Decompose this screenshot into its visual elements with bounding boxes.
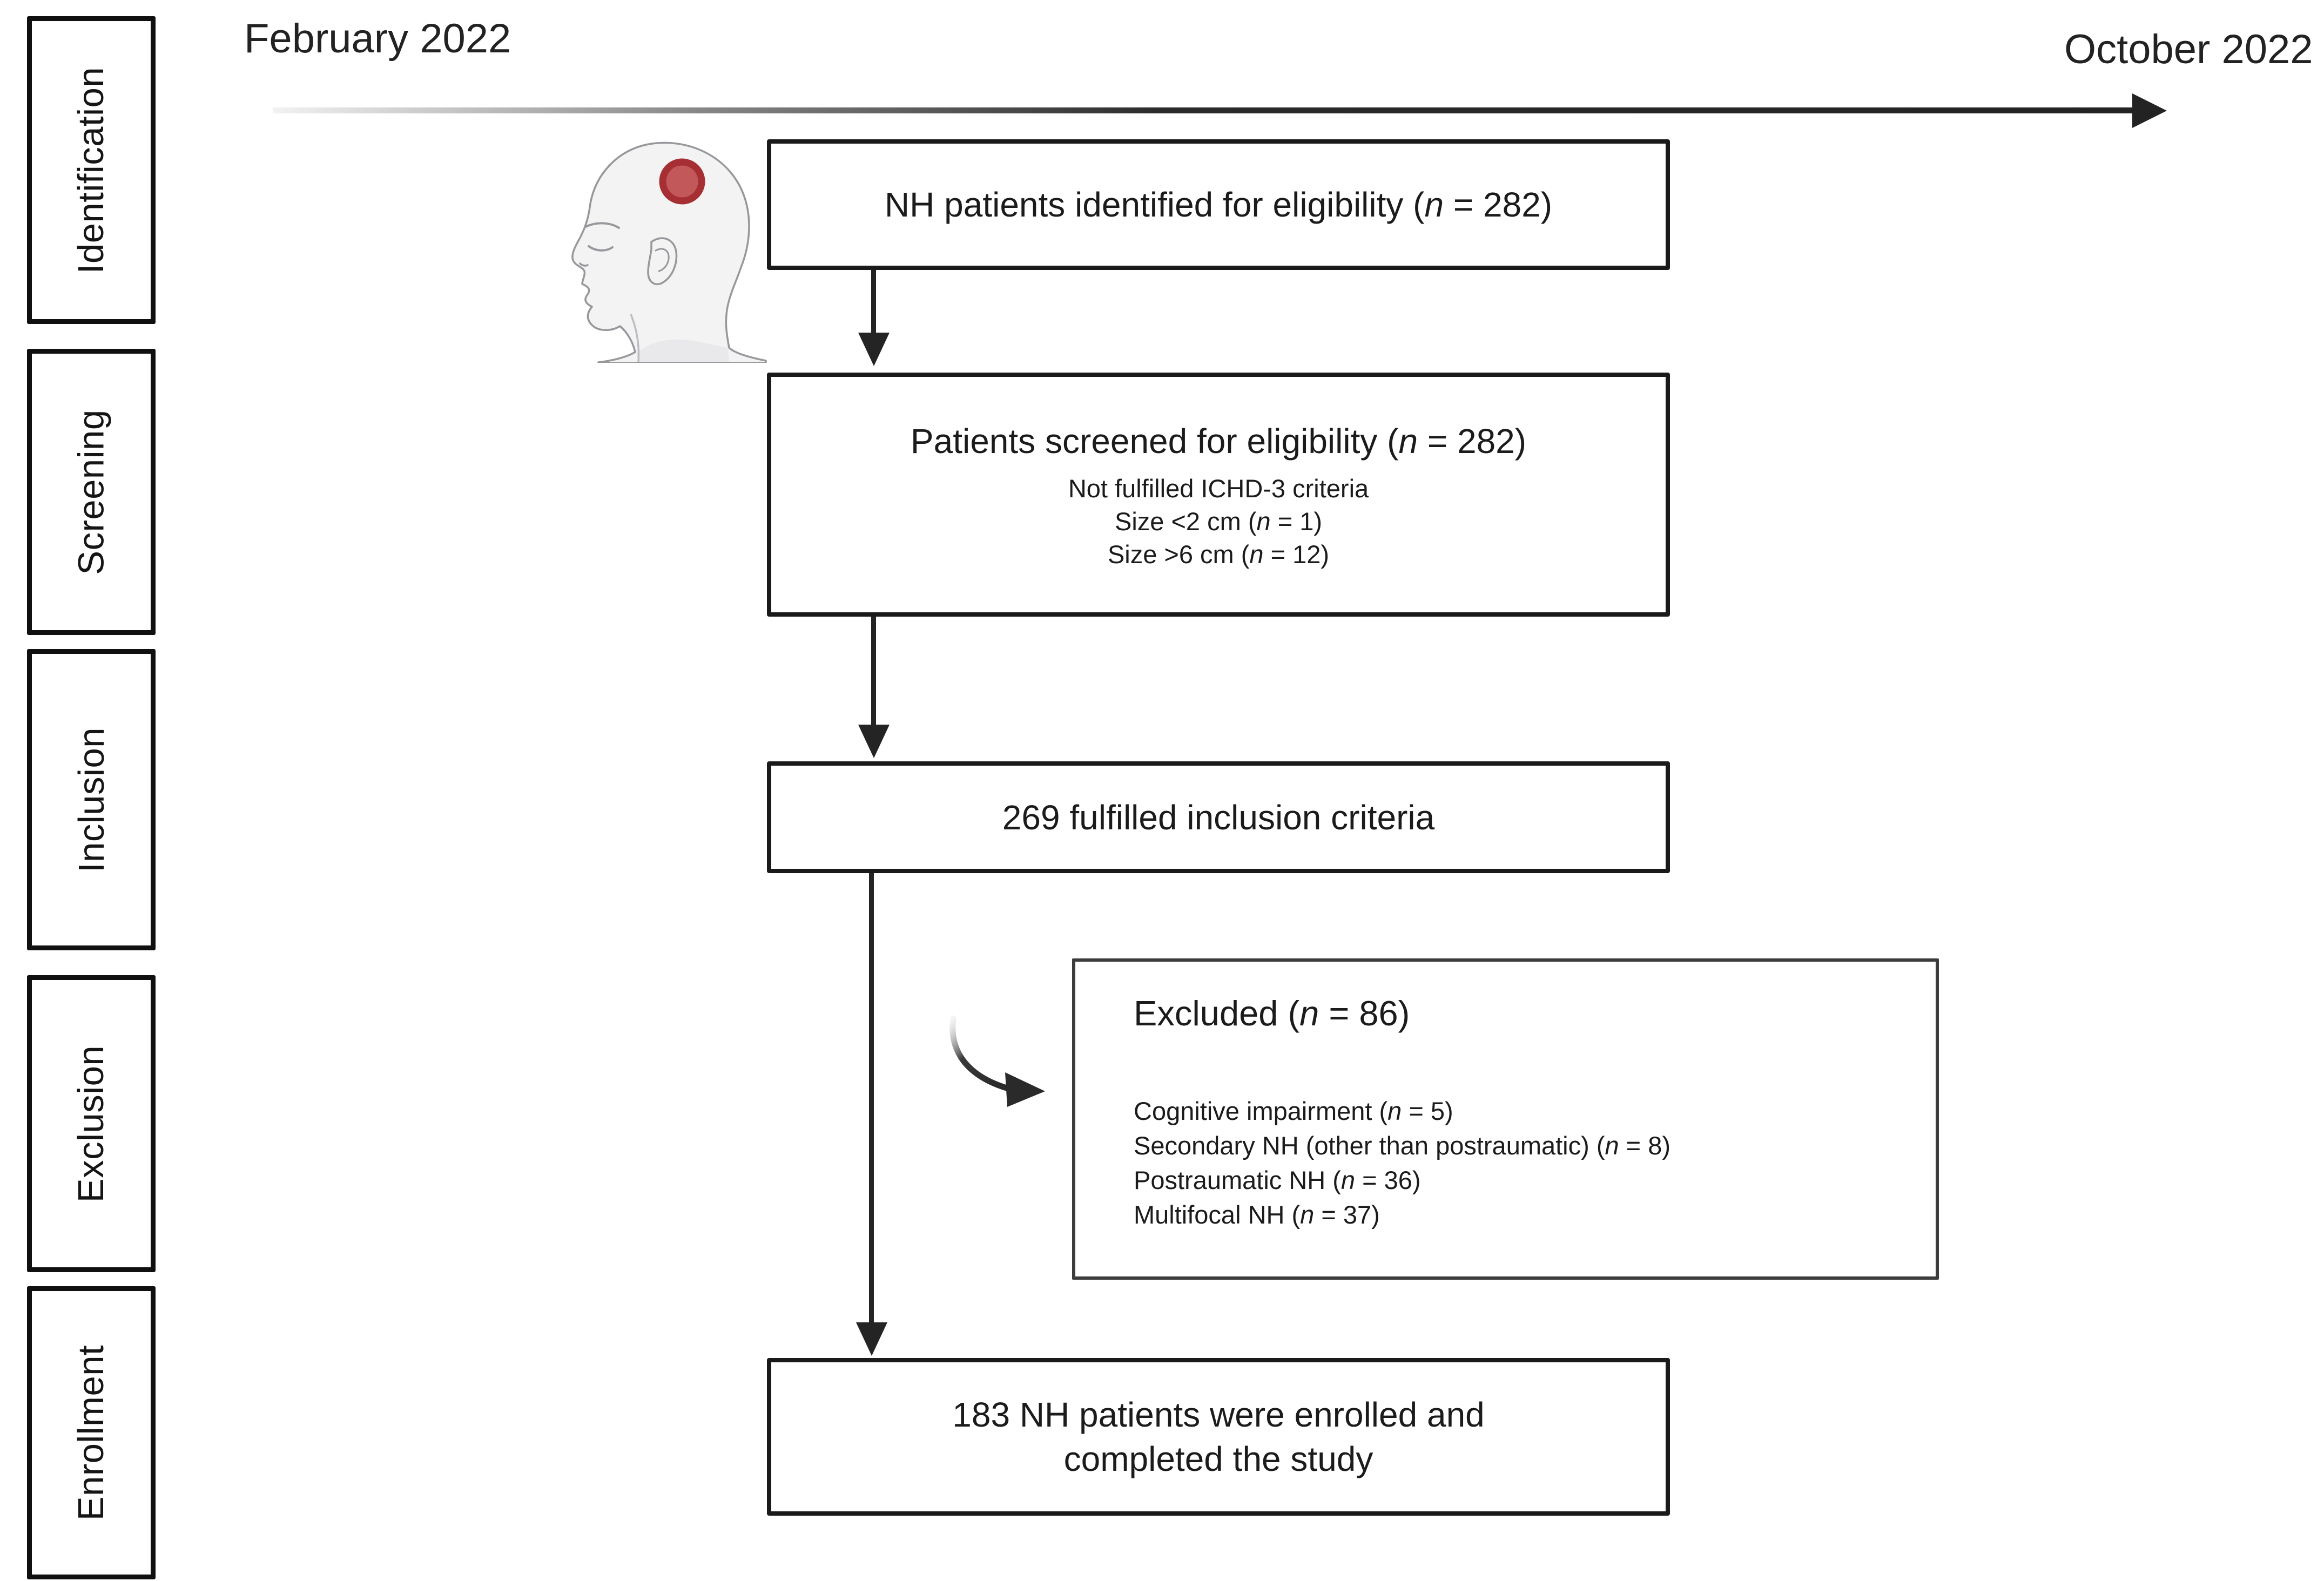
- screened-size-large-line: Size >6 cm (n = 12): [1107, 539, 1330, 569]
- stage-box-screening: Screening: [27, 349, 156, 635]
- neck-shading: [636, 339, 729, 362]
- screened-criteria-line: Not fulfilled ICHD-3 criteria: [1068, 474, 1369, 503]
- closed-eye-line: [588, 245, 614, 252]
- stage-label-enrollment: Enrollment: [71, 1344, 112, 1521]
- stage-label-inclusion: Inclusion: [71, 727, 112, 873]
- ear-outline: [647, 237, 678, 286]
- excluded-reason-secondary: Secondary NH (other than postraumatic) (…: [1134, 1131, 1670, 1160]
- red-headache-spot-icon: [659, 158, 705, 205]
- excluded-box: Excluded (n = 86) Cognitive impairment (…: [1072, 958, 1939, 1280]
- excluded-reason-multifocal: Multifocal NH (n = 37): [1134, 1200, 1380, 1229]
- screened-size-small-line: Size <2 cm (n = 1): [1115, 506, 1322, 536]
- neck-front-line: [630, 314, 640, 362]
- identified-box: NH patients identified for eligibility (…: [767, 139, 1670, 270]
- down-arrow-1-head-icon: [858, 333, 890, 366]
- eyebrow-line: [584, 222, 620, 229]
- excluded-reason-cognitive: Cognitive impairment (n = 5): [1134, 1097, 1453, 1125]
- down-arrow-3-head-icon: [856, 1322, 887, 1356]
- stage-label-screening: Screening: [71, 409, 112, 575]
- timeline-arrowhead-icon: [2132, 93, 2167, 128]
- screened-box-title: Patients screened for eligibility (n = 2…: [910, 421, 1527, 461]
- curved-arrow-icon: [949, 1015, 1045, 1107]
- stage-box-identification: Identification: [27, 16, 156, 324]
- inclusion-box: 269 fulfilled inclusion criteria: [767, 761, 1670, 873]
- down-arrow-1-line: [871, 270, 876, 336]
- stage-box-enrollment: Enrollment: [27, 1286, 156, 1579]
- timeline-arrow-line: [273, 107, 2135, 113]
- enrolled-box-line-2: completed the study: [1063, 1440, 1373, 1478]
- stage-label-exclusion: Exclusion: [71, 1045, 112, 1202]
- stage-box-exclusion: Exclusion: [27, 975, 156, 1272]
- enrolled-box-line-1: 183 NH patients were enrolled and: [952, 1395, 1485, 1434]
- human-head-profile-icon: [571, 141, 767, 363]
- down-arrow-2-head-icon: [858, 725, 890, 758]
- inner-ear-line: [655, 248, 670, 272]
- inclusion-box-text: 269 fulfilled inclusion criteria: [1002, 798, 1435, 837]
- excluded-box-title: Excluded (n = 86): [1134, 994, 1410, 1033]
- enrolled-box: 183 NH patients were enrolled and comple…: [767, 1358, 1670, 1516]
- excluded-reason-postraumatic: Postraumatic NH (n = 36): [1134, 1166, 1421, 1194]
- stage-box-inclusion: Inclusion: [27, 649, 156, 950]
- identified-box-text: NH patients identified for eligibility (…: [884, 185, 1553, 224]
- timeline-end-label: October 2022: [2064, 26, 2313, 72]
- down-arrow-2-line: [871, 617, 876, 728]
- nostril-line: [579, 262, 589, 267]
- down-arrow-3-line: [869, 873, 874, 1326]
- timeline-start-label: February 2022: [244, 16, 511, 62]
- stage-label-identification: Identification: [71, 66, 112, 274]
- screened-box: Patients screened for eligibility (n = 2…: [767, 373, 1670, 617]
